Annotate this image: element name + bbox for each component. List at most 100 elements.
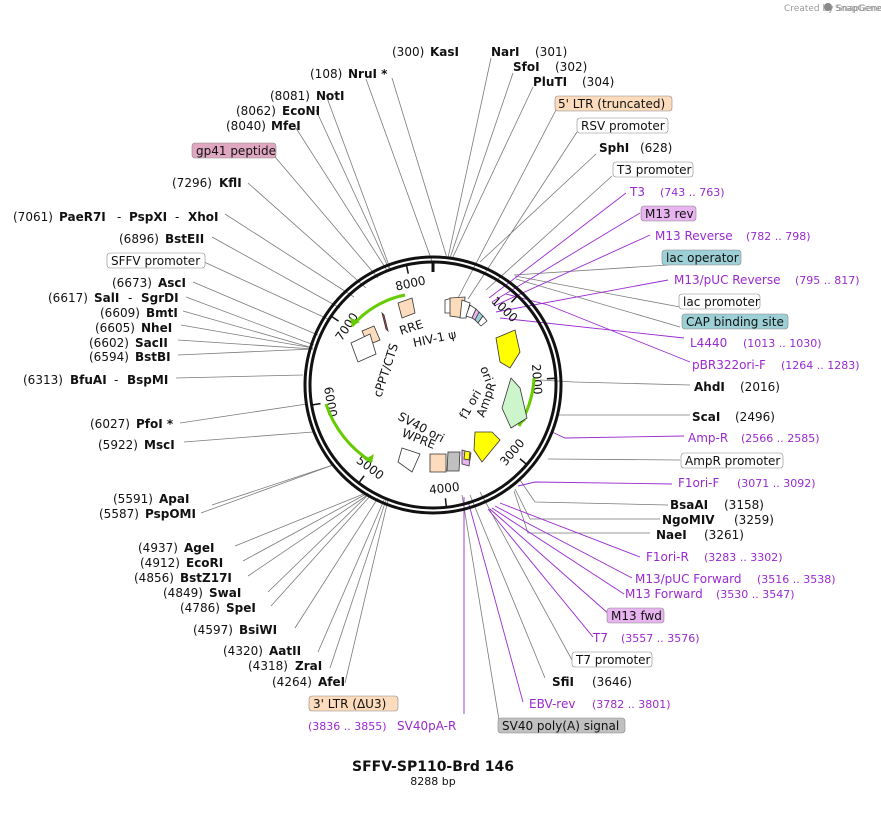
- ebvrev-num: (3782 .. 3801): [592, 698, 671, 711]
- site-apai-name: ApaI: [159, 492, 189, 506]
- site-xhoi-name: XhoI: [188, 210, 219, 224]
- site-pfoi-num: (6027): [90, 417, 130, 431]
- site-swai-name: SwaI: [209, 586, 241, 600]
- cap-label: CAP binding site: [686, 315, 784, 329]
- ampr-primer-name: Amp-R: [688, 431, 728, 445]
- m13pucrev-name: M13/pUC Reverse: [674, 273, 781, 287]
- site-asci-name: AscI: [158, 276, 186, 290]
- svg-text:-: -: [114, 373, 118, 387]
- sv40par-num: (3836 .. 3855): [308, 720, 387, 733]
- site-naei-name: NaeI: [656, 528, 687, 542]
- site-afei-num: (4264): [272, 675, 312, 689]
- site-pfoi-name: PfoI *: [136, 417, 174, 431]
- m13forward-name: M13 Forward: [625, 587, 703, 601]
- f1orir-name: F1ori-R: [646, 550, 689, 564]
- amprprom-box: [680, 452, 784, 469]
- m13pucfwd-num: (3516 .. 3538): [757, 573, 836, 586]
- m13reverse-name: M13 Reverse: [655, 229, 733, 243]
- site-econi-name: EcoNI: [282, 104, 320, 118]
- site-sacii-num: (6602): [89, 336, 129, 350]
- tick-mark: [519, 458, 528, 466]
- f1orir-num: (3283 .. 3302): [704, 551, 783, 564]
- ltr3-label: 3' LTR (ΔU3): [313, 697, 386, 711]
- site-pluti-num: (304): [582, 75, 614, 89]
- ori-label: ori: [477, 364, 495, 383]
- sv40par-name: SV40pA-R: [397, 719, 456, 733]
- site-sfii-num: (3646): [592, 675, 632, 689]
- site-ngomiv-name: NgoMIV: [662, 513, 715, 527]
- tick-label: 7000: [332, 310, 361, 343]
- site-sphi-name: SphI: [599, 141, 629, 155]
- site-ecori-num: (4912): [140, 556, 180, 570]
- site-bstbi-num: (6594): [89, 350, 129, 364]
- t3-name: T3: [629, 185, 645, 199]
- tick-mark: [405, 264, 410, 274]
- site-ahdi-num: (2016): [740, 380, 780, 394]
- site-kasi-num: (300): [392, 45, 424, 59]
- pbr-name: pBR322ori-F: [692, 358, 766, 372]
- m13fwd-label: M13 fwd: [611, 609, 662, 623]
- site-bsaai-num: (3158): [724, 498, 764, 512]
- rre-feature: [397, 297, 416, 319]
- site-sgrdi-name: SgrDI: [141, 291, 179, 305]
- m13reverse-num: (782 .. 798): [746, 230, 811, 243]
- ltr3-feature: [429, 453, 447, 473]
- site-bsiwi-num: (4597): [193, 623, 233, 637]
- cppt-feature: [350, 333, 377, 363]
- site-scai-name: ScaI: [692, 410, 720, 424]
- site-mfei-name: MfeI: [271, 119, 301, 133]
- svg-text:SnapGene: SnapGene: [835, 4, 881, 14]
- site-nrui-num: (108): [310, 67, 342, 81]
- ori-feature: [495, 329, 521, 369]
- f1orif-name: F1ori-F: [678, 476, 719, 490]
- tick-mark: [358, 475, 365, 484]
- svg-text:-: -: [175, 210, 179, 224]
- tick-label: 8000: [394, 273, 427, 293]
- t7-name: T7: [592, 631, 608, 645]
- site-noti-name: NotI: [316, 89, 345, 103]
- lacprom-label: lac promoter: [683, 295, 760, 309]
- site-asci-num: (6673): [112, 276, 152, 290]
- ampr-feature: [501, 377, 528, 429]
- cap-box: [681, 313, 789, 330]
- site-bstz17i-num: (4856): [134, 571, 174, 585]
- gp41-label: gp41 peptide: [196, 144, 276, 158]
- site-zrai-num: (4318): [248, 659, 288, 673]
- tick-label: 3000: [497, 436, 527, 468]
- credit-text: Created by SnapGene: [784, 4, 881, 14]
- tick-mark: [510, 295, 519, 303]
- gp41-box: [191, 142, 277, 159]
- site-mfei-num: (8040): [226, 119, 266, 133]
- tick-mark: [311, 402, 321, 406]
- m13forward-num: (3530 .. 3547): [716, 588, 795, 601]
- lacop-box: [661, 249, 742, 266]
- site-spei-name: SpeI: [226, 601, 256, 615]
- site-agei-num: (4937): [138, 541, 178, 555]
- sv40polya-box: [497, 717, 626, 734]
- amprprom-label: AmpR promoter: [685, 454, 780, 468]
- svg-text:-: -: [128, 291, 132, 305]
- plasmid-title: SFFV-SP110-Brd 146: [352, 759, 514, 775]
- plasmid-length: 8288 bp: [410, 775, 455, 788]
- pbr-num: (1264 .. 1283): [781, 359, 860, 372]
- site-apai-num: (5591): [113, 492, 153, 506]
- m13fwd-box: [606, 607, 665, 624]
- sffv-box: [106, 252, 206, 269]
- sv40polya-label: SV40 poly(A) signal: [502, 719, 619, 733]
- rsv-box: [576, 117, 669, 134]
- site-paer7i-name: PaeR7I: [59, 210, 106, 224]
- tick-marks: [311, 264, 556, 508]
- site-kfli-num: (7296): [172, 176, 212, 190]
- ltr3-box: [308, 695, 399, 712]
- t3-num: (743 .. 763): [660, 186, 725, 199]
- site-bmti-name: BmtI: [146, 306, 178, 320]
- site-bstbi-name: BstBI: [135, 350, 171, 364]
- tick-label: 6000: [321, 386, 340, 418]
- site-sfoi-num: (302): [555, 60, 587, 74]
- t7prom-box: [571, 651, 653, 668]
- ebvrev-name: EBV-rev: [529, 697, 575, 711]
- site-sali-name: SalI: [94, 291, 119, 305]
- site-bspmi-name: BspMI: [127, 373, 168, 387]
- t7-num: (3557 .. 3576): [621, 632, 700, 645]
- site-ecori-name: EcoRI: [186, 556, 223, 570]
